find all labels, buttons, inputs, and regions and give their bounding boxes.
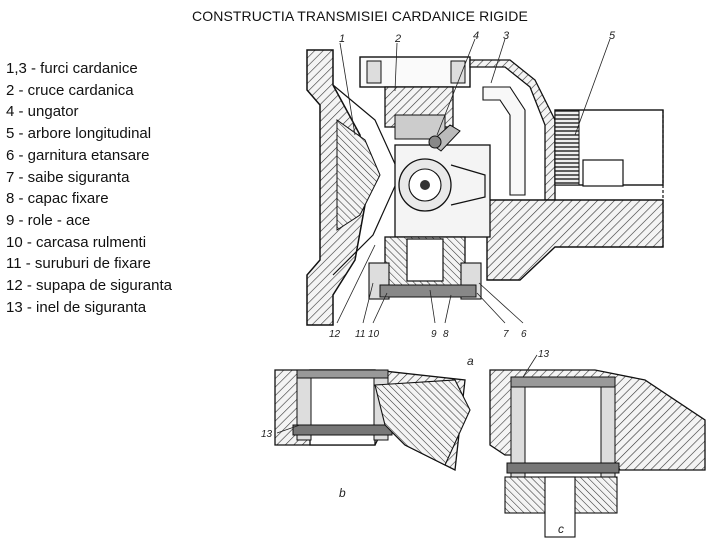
view-b-detail: 13 b: [261, 369, 471, 500]
legend-item: 12 - supapa de siguranta: [6, 277, 172, 295]
callout-8: 8: [443, 329, 449, 340]
cardan-joint-drawing: 1 2 4 3 5 12 11 10 9 8 7 6 a 13 b: [255, 25, 720, 540]
callout-11: 11: [355, 329, 365, 340]
callout-13-b: 13: [261, 429, 273, 440]
legend-item: 9 - role - ace: [6, 211, 91, 229]
callout-2: 2: [394, 33, 401, 45]
callout-5: 5: [609, 30, 616, 42]
legend-item: 2 - cruce cardanica: [6, 81, 134, 99]
callout-9: 9: [431, 329, 437, 340]
legend-item: 6 - garnitura etansare: [6, 146, 150, 164]
callout-3: 3: [503, 30, 510, 42]
view-label-a: a: [467, 354, 474, 368]
legend-item: 10 - carcasa rulmenti: [6, 233, 147, 251]
view-label-b: b: [339, 486, 346, 500]
legend-item: 4 - ungator: [6, 103, 79, 121]
callout-4: 4: [473, 30, 479, 42]
callout-13-c: 13: [538, 349, 550, 360]
callout-12: 12: [329, 329, 341, 340]
page-title: CONSTRUCTIA TRANSMISIEI CARDANICE RIGIDE: [192, 8, 528, 24]
legend-item: 8 - capac fixare: [6, 190, 109, 208]
legend-item: 11 - suruburi de fixare: [6, 255, 151, 273]
legend-item: 1,3 - furci cardanice: [6, 60, 138, 77]
legend-item: 7 - saibe siguranta: [6, 168, 130, 186]
view-label-c: c: [558, 522, 564, 536]
callout-1: 1: [339, 33, 345, 45]
callout-7: 7: [503, 329, 509, 340]
parts-legend: 1,3 - furci cardanice 2 - cruce cardanic…: [6, 58, 172, 318]
view-a-assembly: 1 2 4 3 5 12 11 10 9 8 7 6 a: [306, 30, 664, 368]
legend-item: 13 - inel de siguranta: [6, 298, 147, 316]
technical-drawing: 1 2 4 3 5 12 11 10 9 8 7 6 a 13 b: [261, 30, 706, 538]
legend-item: 5 - arbore longitudinal: [6, 125, 152, 143]
callout-10: 10: [368, 329, 380, 340]
view-c-detail: 13 c: [489, 349, 706, 538]
callout-6: 6: [521, 329, 527, 340]
